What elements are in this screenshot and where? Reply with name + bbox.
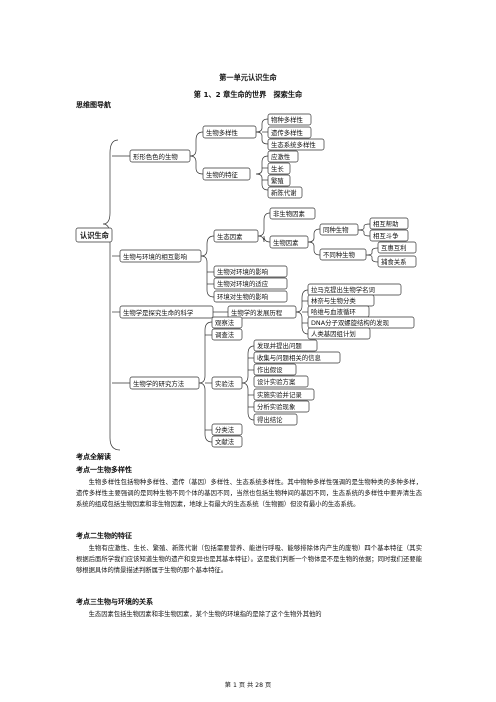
node-b1: 形形色色的生物 — [133, 152, 178, 161]
node-b4-1: 观察法 — [215, 318, 235, 327]
point-2-title: 考点二生物的特征 — [76, 532, 132, 540]
node-b2-1-b-2-item: 互惠互利 — [381, 243, 407, 252]
node-b3-1-item: 拉马克提出生物学名词 — [311, 285, 375, 294]
section-title: 考点全解读 — [76, 453, 111, 461]
node-b4-3: 实验法 — [215, 379, 235, 388]
chapter-title: 第 1、2 章生命的世界 探索生命 — [193, 90, 303, 99]
point-3-title: 考点三生物与环境的关系 — [76, 598, 153, 606]
node-b1-2-item: 新陈代谢 — [271, 188, 297, 197]
node-b1-1-item: 生态系统多样性 — [271, 140, 316, 149]
node-b4-3-item: 作出假设 — [257, 365, 283, 374]
node-b2-2: 生物对环境的影响 — [217, 267, 268, 276]
root-box — [75, 227, 113, 243]
node-b1-2-item: 应激性 — [271, 152, 291, 161]
node-b2-1-a: 非生物因素 — [273, 209, 306, 218]
node-b4-3-item: 设计实验方案 — [257, 377, 296, 386]
node-b3-1-item: 人类基因组计划 — [311, 329, 356, 338]
node-b2-4: 环境对生物的影响 — [217, 292, 268, 301]
point-2-text: 生物有应激性、生长、繁殖、新陈代谢（包括需要营养、能进行呼吸、能够排除体内产生的… — [76, 545, 422, 575]
node-b3: 生物学是探究生命的科学 — [123, 308, 194, 317]
unit-title: 第一单元认识生命 — [219, 73, 277, 82]
node-b3-1-item: 哈维与血液循环 — [311, 307, 356, 316]
node-b4-3-item: 分析实验现象 — [257, 402, 296, 411]
node-b2-1-b-2-item: 捕食关系 — [381, 257, 407, 266]
node-b3-1: 生物学的发展历程 — [231, 308, 283, 317]
node-b4-3-item: 收集与问题相关的信息 — [257, 353, 322, 362]
point-1-title: 考点一生物多样性 — [76, 466, 132, 474]
node-b4-3-item: 得出结论 — [257, 415, 283, 424]
node-b3-1-item: 林奈与生物分类 — [311, 296, 356, 305]
mind-map: 认识生命 形形色色的生物 生物与环境的相互影响 生物学是探究生命的科学 生物学的… — [75, 113, 417, 451]
node-b2-1-b-1-item: 相互帮助 — [373, 219, 399, 228]
node-b2-1-b: 生物因素 — [273, 238, 299, 247]
node-b2-1: 生态因素 — [217, 232, 243, 241]
node-b2-1-b-2: 不同种生物 — [323, 250, 356, 259]
node-b4-5: 文献法 — [215, 437, 235, 446]
node-b4: 生物学的研究方法 — [133, 379, 185, 388]
node-b2-3: 生物对环境的适应 — [217, 279, 269, 288]
node-b4-4: 分类法 — [215, 425, 235, 434]
node-b1-2-item: 繁殖 — [271, 176, 284, 185]
node-b3-1-item: DNA分子双螺旋结构的发现 — [311, 318, 390, 327]
node-b4-3-item: 实施实验并记录 — [257, 390, 302, 399]
node-b1-2: 生物的特征 — [206, 170, 239, 179]
node-b2: 生物与环境的相互影响 — [123, 252, 187, 261]
node-b4-3-item: 发现并提出问题 — [257, 341, 302, 350]
node-b1-1-item: 物种多样性 — [271, 115, 304, 124]
page-footer: 第 1 页 共 28 页 — [224, 682, 272, 689]
point-1-text: 生物多样性包括物种多样性、遗传（基因）多样性、生态系统多样性。其中物种多样性强调… — [76, 479, 422, 509]
node-b1-1-item: 遗传多样性 — [271, 128, 304, 137]
node-b1-2-item: 生长 — [271, 164, 284, 173]
mindmap-heading: 思维图导航 — [76, 101, 111, 109]
node-b1-1: 生物多样性 — [206, 128, 239, 137]
point-3-text: 生态因素包括生物因素和非生物因素，某个生物的环境指的是除了这个生物外其他的 — [88, 611, 322, 618]
node-b4-2: 调查法 — [215, 330, 235, 339]
mindmap-root: 认识生命 — [80, 231, 110, 240]
node-b2-1-b-1-item: 相互斗争 — [373, 231, 399, 240]
node-b2-1-b-1: 同种生物 — [323, 225, 349, 234]
